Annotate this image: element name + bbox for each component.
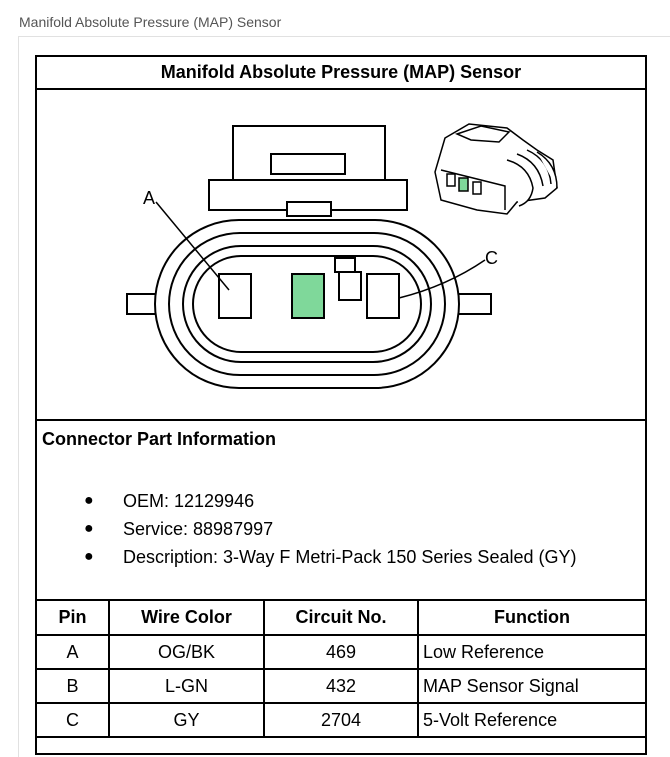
latch-window bbox=[270, 153, 346, 175]
pin-label-a: A bbox=[143, 188, 155, 208]
connector-info-title: Connector Part Information bbox=[42, 429, 277, 449]
cell-function: Low Reference bbox=[417, 634, 645, 670]
bullet-icon: ● bbox=[84, 520, 94, 537]
list-item: ●OEM: 12129946 bbox=[37, 487, 576, 515]
connector-key bbox=[338, 271, 362, 301]
cell-wire-color: GY bbox=[108, 702, 265, 738]
cell-pin: C bbox=[37, 702, 110, 738]
connector-figure: A C bbox=[37, 90, 645, 421]
column-header-function: Function bbox=[417, 601, 645, 636]
connector-info-list: ●OEM: 12129946 ●Service: 88987997 ●Descr… bbox=[37, 487, 576, 571]
cell-circuit-no: 469 bbox=[263, 634, 419, 670]
list-item: ●Description: 3-Way F Metri-Pack 150 Ser… bbox=[37, 543, 576, 571]
cavity-c bbox=[366, 273, 400, 319]
connector-diagram: A C bbox=[126, 123, 558, 389]
column-header-wire-color: Wire Color bbox=[108, 601, 265, 636]
document-title: Manifold Absolute Pressure (MAP) Sensor bbox=[37, 57, 645, 90]
list-item: ●Service: 88987997 bbox=[37, 515, 576, 543]
cell-circuit-no: 2704 bbox=[263, 702, 419, 738]
pin-table: Pin Wire Color Circuit No. Function A OG… bbox=[37, 601, 645, 738]
column-header-circuit-no: Circuit No. bbox=[263, 601, 419, 636]
pin-label-c: C bbox=[485, 248, 498, 268]
page-caption: Manifold Absolute Pressure (MAP) Sensor bbox=[19, 14, 282, 30]
cell-wire-color: OG/BK bbox=[108, 634, 265, 670]
bullet-icon: ● bbox=[84, 548, 94, 565]
cell-pin: B bbox=[37, 668, 110, 704]
cell-function: 5-Volt Reference bbox=[417, 702, 645, 738]
leader-line-a bbox=[155, 201, 230, 291]
cavity-a bbox=[218, 273, 252, 319]
table-row: C GY 2704 5-Volt Reference bbox=[37, 702, 645, 738]
connector-face bbox=[192, 255, 422, 353]
table-header-row: Pin Wire Color Circuit No. Function bbox=[37, 601, 645, 636]
cavity-b bbox=[291, 273, 325, 319]
bullet-icon: ● bbox=[84, 492, 94, 509]
table-row: A OG/BK 469 Low Reference bbox=[37, 634, 645, 670]
cell-function: MAP Sensor Signal bbox=[417, 668, 645, 704]
connector-document: Manifold Absolute Pressure (MAP) Sensor bbox=[35, 55, 647, 755]
cell-circuit-no: 432 bbox=[263, 668, 419, 704]
column-header-pin: Pin bbox=[37, 601, 110, 636]
cell-wire-color: L-GN bbox=[108, 668, 265, 704]
leader-line-c bbox=[398, 259, 486, 299]
connector-thumbnail-illustration bbox=[434, 123, 558, 215]
cell-pin: A bbox=[37, 634, 110, 670]
connector-part-information: Connector Part Information ●OEM: 1212994… bbox=[37, 421, 645, 601]
content-frame bbox=[18, 36, 670, 757]
table-row: B L-GN 432 MAP Sensor Signal bbox=[37, 668, 645, 704]
right-mount-tab bbox=[456, 293, 492, 315]
